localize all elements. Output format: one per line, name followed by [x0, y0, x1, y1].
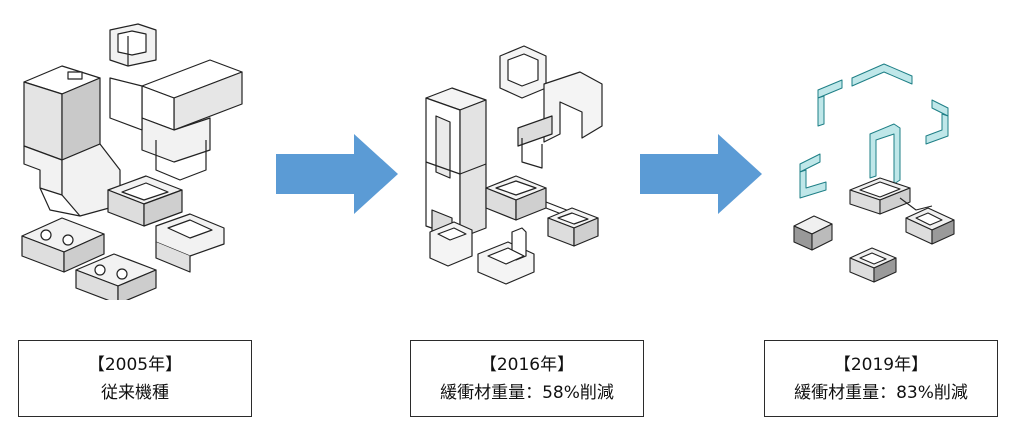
caption-2019: 【2019年】 緩衝材重量：83%削減 [764, 340, 998, 417]
cushioning-2016-illustration [425, 45, 603, 285]
part-right-block [905, 207, 955, 245]
part-bottom-mid-pad [75, 253, 157, 300]
frame-top-right [925, 99, 949, 145]
part-bottom-left [429, 221, 473, 267]
frame-left [799, 153, 827, 199]
part-right-box [547, 207, 599, 247]
arrow-right-1 [276, 134, 398, 214]
caption-desc: 緩衝材重量：83%削減 [794, 382, 968, 403]
part-tall-column [425, 87, 487, 243]
part-top-bracket [109, 23, 157, 67]
frame-top-left [817, 79, 843, 127]
part-center-tray [849, 177, 933, 215]
part-left-block [793, 215, 833, 251]
caption-year: 【2016年】 [479, 354, 575, 375]
frame-center [869, 123, 901, 185]
part-bottom-block [849, 247, 897, 283]
caption-desc: 緩衝材重量：58%削減 [440, 382, 614, 403]
part-bottom-left-pad [21, 217, 105, 273]
caption-year: 【2005年】 [87, 354, 183, 375]
part-left-block [23, 65, 121, 217]
cushioning-2005-illustration [21, 23, 243, 300]
part-top-bracket [499, 45, 547, 99]
part-center-tray [107, 175, 183, 227]
caption-2005: 【2005年】 従来機種 [18, 340, 252, 417]
frame-top-center [851, 63, 913, 87]
part-right-block [109, 59, 243, 181]
caption-year: 【2019年】 [833, 354, 929, 375]
cushioning-2019-illustration [793, 63, 955, 283]
arrow-right-2 [640, 134, 762, 214]
caption-2016: 【2016年】 緩衝材重量：58%削減 [410, 340, 644, 417]
caption-desc: 従来機種 [101, 382, 169, 403]
part-corner-piece [155, 213, 225, 273]
part-bottom-hook [477, 227, 535, 285]
part-right-arch [517, 71, 603, 169]
part-center-tray [485, 175, 583, 223]
